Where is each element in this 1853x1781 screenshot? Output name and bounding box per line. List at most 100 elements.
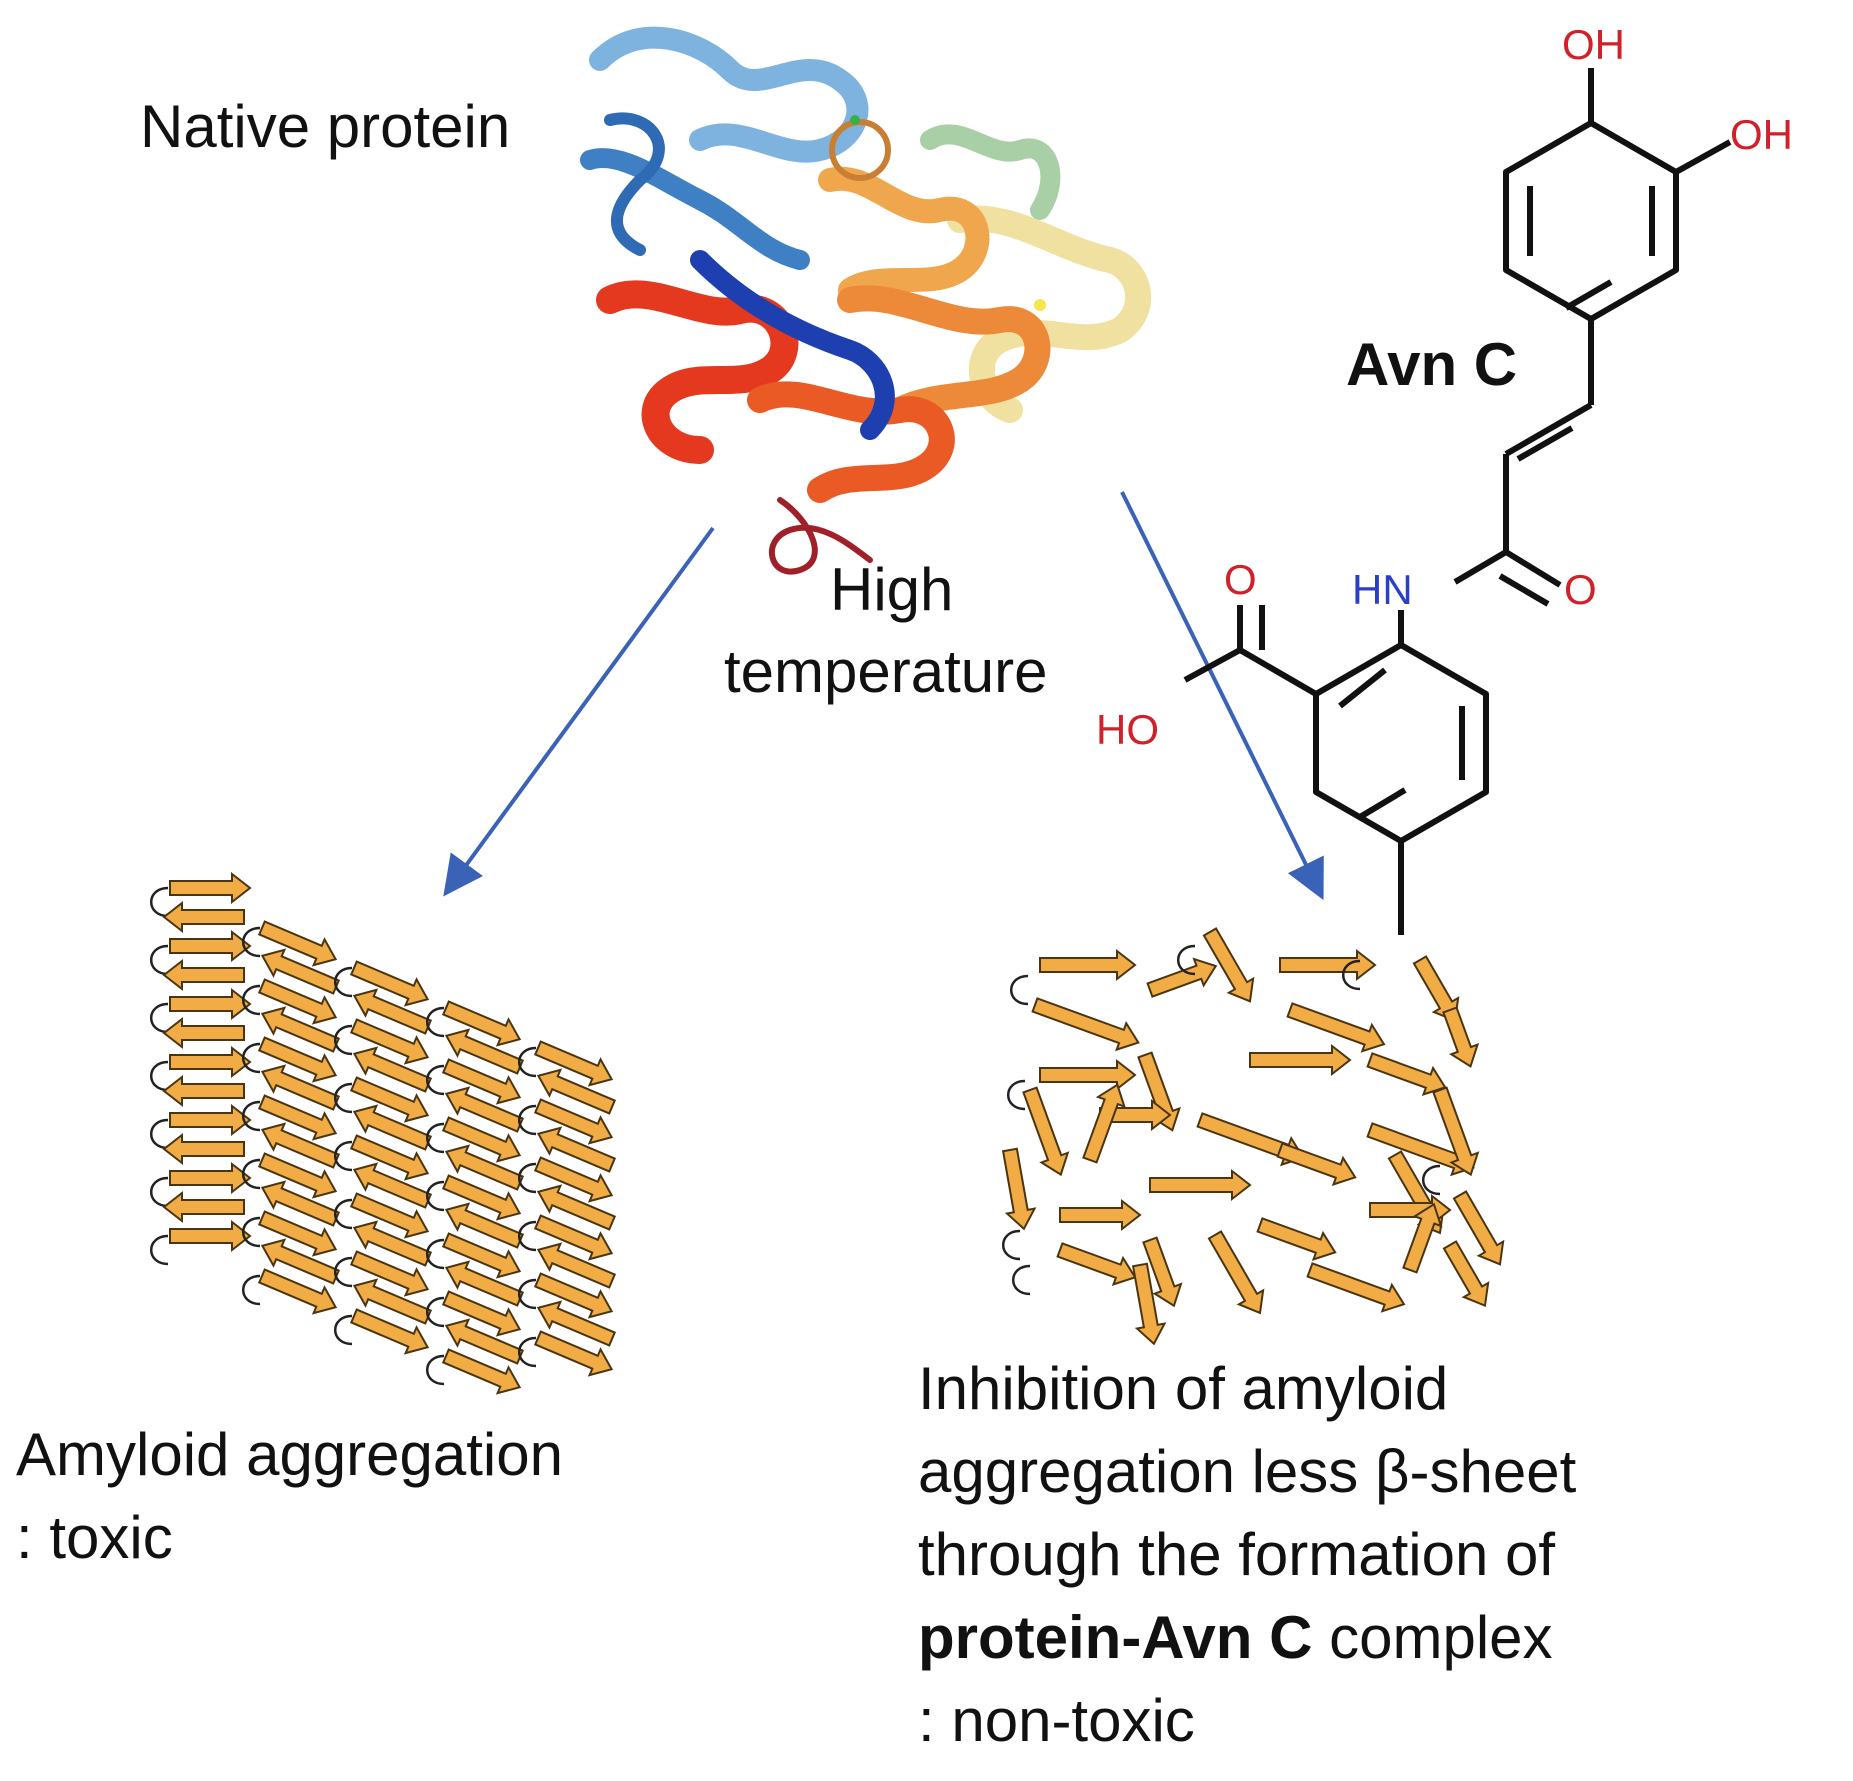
beta-strand bbox=[444, 1086, 525, 1133]
beta-strand bbox=[444, 1260, 525, 1307]
strand-loop bbox=[426, 1180, 445, 1212]
strand-loop bbox=[518, 1220, 537, 1252]
amide-cn bbox=[1453, 549, 1508, 585]
strand-loop bbox=[1177, 944, 1196, 976]
beta-strand bbox=[533, 1156, 614, 1203]
strand-loop bbox=[426, 1122, 445, 1154]
amide-co bbox=[1504, 549, 1562, 588]
beta-strand bbox=[1276, 1142, 1357, 1186]
loop-blue bbox=[604, 112, 665, 256]
beta-strand bbox=[1452, 1190, 1505, 1266]
beta-strand bbox=[349, 1076, 430, 1123]
beta-strand bbox=[1059, 1198, 1142, 1232]
beta-strand bbox=[352, 1046, 433, 1093]
helix-yellow bbox=[947, 205, 1151, 423]
amyloid-label-line2: : toxic bbox=[16, 1504, 173, 1571]
atom-o-acid: O bbox=[1224, 556, 1257, 603]
oh-right-bond bbox=[1674, 139, 1732, 175]
inhibition-label-line4: protein-Avn C complex bbox=[918, 1603, 1553, 1673]
beta-strand bbox=[162, 1074, 245, 1108]
strand-loop bbox=[1342, 959, 1361, 991]
strand-loop bbox=[150, 1118, 169, 1150]
beta-strand bbox=[533, 1098, 614, 1145]
beta-strand bbox=[1146, 957, 1218, 998]
strand-loop bbox=[242, 1216, 261, 1248]
strand-loop bbox=[242, 1158, 261, 1190]
strand-loop bbox=[242, 1042, 261, 1074]
beta-strand bbox=[533, 1040, 614, 1087]
strand-loop bbox=[426, 1296, 445, 1328]
beta-strand bbox=[352, 1220, 433, 1267]
beta-strand bbox=[1131, 1262, 1167, 1346]
beta-strand bbox=[441, 1174, 522, 1221]
strand-loop bbox=[334, 1314, 353, 1346]
beta-strand bbox=[162, 958, 245, 992]
beta-strand bbox=[444, 1028, 525, 1075]
strand-loop bbox=[1010, 974, 1029, 1006]
beta-strand bbox=[352, 1104, 433, 1151]
beta-strand bbox=[1256, 1217, 1337, 1261]
strand-loop bbox=[518, 1278, 537, 1310]
beta-strand bbox=[536, 1126, 617, 1173]
temperature-label: temperature bbox=[724, 638, 1048, 705]
strand-loop bbox=[150, 944, 169, 976]
beta-strand bbox=[257, 978, 338, 1025]
helix-green bbox=[920, 124, 1061, 220]
beta-strand bbox=[536, 1184, 617, 1231]
acid-c bbox=[1238, 647, 1318, 697]
beta-strand bbox=[257, 1268, 338, 1315]
strand-loop bbox=[150, 886, 169, 918]
beta-strand bbox=[536, 1068, 617, 1115]
atom-ho-acid: HO bbox=[1096, 706, 1159, 753]
strand-loop bbox=[426, 1006, 445, 1038]
native-protein-structure bbox=[580, 26, 1151, 575]
strand-loop bbox=[426, 1354, 445, 1386]
beta-strand bbox=[533, 1214, 614, 1261]
strand-loop bbox=[518, 1104, 537, 1136]
beta-strand bbox=[533, 1330, 614, 1377]
beta-strand bbox=[349, 1308, 430, 1355]
strand-loop bbox=[150, 1176, 169, 1208]
beta-strand bbox=[169, 1219, 252, 1253]
strand-loop bbox=[334, 1140, 353, 1172]
beta-strand bbox=[349, 1134, 430, 1181]
beta-strand bbox=[1056, 1242, 1137, 1286]
acid-oh bbox=[1183, 647, 1242, 683]
beta-strand bbox=[257, 920, 338, 967]
beta-strand bbox=[444, 1144, 525, 1191]
beta-strand bbox=[533, 1272, 614, 1319]
beta-strand bbox=[352, 1278, 433, 1325]
beta-strand bbox=[162, 1190, 245, 1224]
arrow-to-aggregation bbox=[443, 526, 715, 897]
beta-strand bbox=[260, 1064, 341, 1111]
beta-strand bbox=[260, 1122, 341, 1169]
beta-strand bbox=[352, 1162, 433, 1209]
beta-strand bbox=[536, 1242, 617, 1289]
amyloid-aggregate bbox=[150, 871, 617, 1395]
high-label: High bbox=[830, 556, 954, 623]
strand-loop bbox=[242, 1274, 261, 1306]
beta-strand bbox=[1402, 1202, 1443, 1274]
strand-loop bbox=[150, 1060, 169, 1092]
strand-loop bbox=[334, 1198, 353, 1230]
beta-strand bbox=[1366, 1052, 1447, 1096]
arrow-to-inhibition bbox=[1120, 491, 1324, 901]
beta-strand bbox=[1001, 1147, 1037, 1231]
inhibition-label-line3: through the formation of bbox=[918, 1521, 1556, 1588]
strand-loop bbox=[242, 984, 261, 1016]
beta-strand bbox=[441, 1058, 522, 1105]
strand-loop bbox=[334, 1082, 353, 1114]
beta-strand bbox=[260, 1238, 341, 1285]
beta-strand bbox=[349, 1250, 430, 1297]
helix-red bbox=[596, 280, 799, 464]
beta-strand bbox=[1207, 1230, 1265, 1315]
beta-strand bbox=[1149, 1168, 1252, 1202]
helix-blue-top bbox=[589, 26, 869, 163]
beta-strand bbox=[441, 1232, 522, 1279]
beta-strand bbox=[1031, 997, 1140, 1052]
strand-loop bbox=[1007, 1079, 1026, 1111]
beta-strand bbox=[169, 871, 252, 905]
strand-loop bbox=[1012, 1264, 1031, 1296]
protein-avn-c-bold: protein-Avn C bbox=[918, 1604, 1313, 1671]
